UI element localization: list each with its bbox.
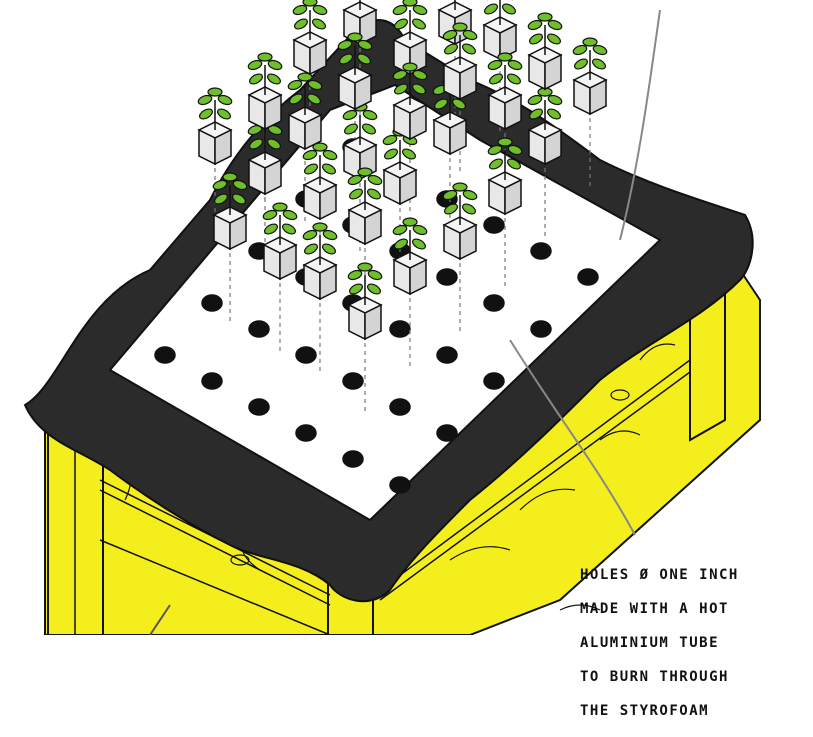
seedling-pot: [482, 0, 518, 59]
raft-hole: [437, 269, 457, 285]
seedling-pot: [527, 13, 563, 89]
raft-hole: [343, 373, 363, 389]
seedling-pot: [572, 38, 608, 114]
raft-hole: [437, 347, 457, 363]
raft-hole: [202, 373, 222, 389]
raft-hole: [437, 425, 457, 441]
raft-hole: [484, 295, 504, 311]
raft-hole: [296, 425, 316, 441]
raft-hole: [249, 399, 269, 415]
raft-hole: [484, 217, 504, 233]
raised-bed-diagram: [0, 0, 813, 635]
raft-hole: [578, 269, 598, 285]
raft-hole: [531, 321, 551, 337]
seedling-pot: [247, 53, 283, 129]
seedling-pot: [197, 88, 233, 164]
raft-hole: [390, 477, 410, 493]
annotation-line-5: THE STYROFOAM: [580, 703, 810, 720]
raft-hole: [531, 243, 551, 259]
raft-hole: [202, 295, 222, 311]
annotation-line-4: TO BURN THROUGH: [580, 669, 810, 686]
holes-annotation: HOLES Ø ONE INCH MADE WITH A HOT ALUMINI…: [580, 550, 810, 737]
seedling-pot: [292, 0, 328, 74]
raft-hole: [249, 321, 269, 337]
raft-hole: [484, 373, 504, 389]
raft-hole: [296, 347, 316, 363]
annotation-line-1: HOLES Ø ONE INCH: [580, 567, 810, 584]
raft-hole: [390, 399, 410, 415]
raft-hole: [390, 321, 410, 337]
raft-hole: [155, 347, 175, 363]
raft-hole: [343, 451, 363, 467]
annotation-line-2: MADE WITH A HOT: [580, 601, 810, 618]
annotation-line-3: ALUMINIUM TUBE: [580, 635, 810, 652]
